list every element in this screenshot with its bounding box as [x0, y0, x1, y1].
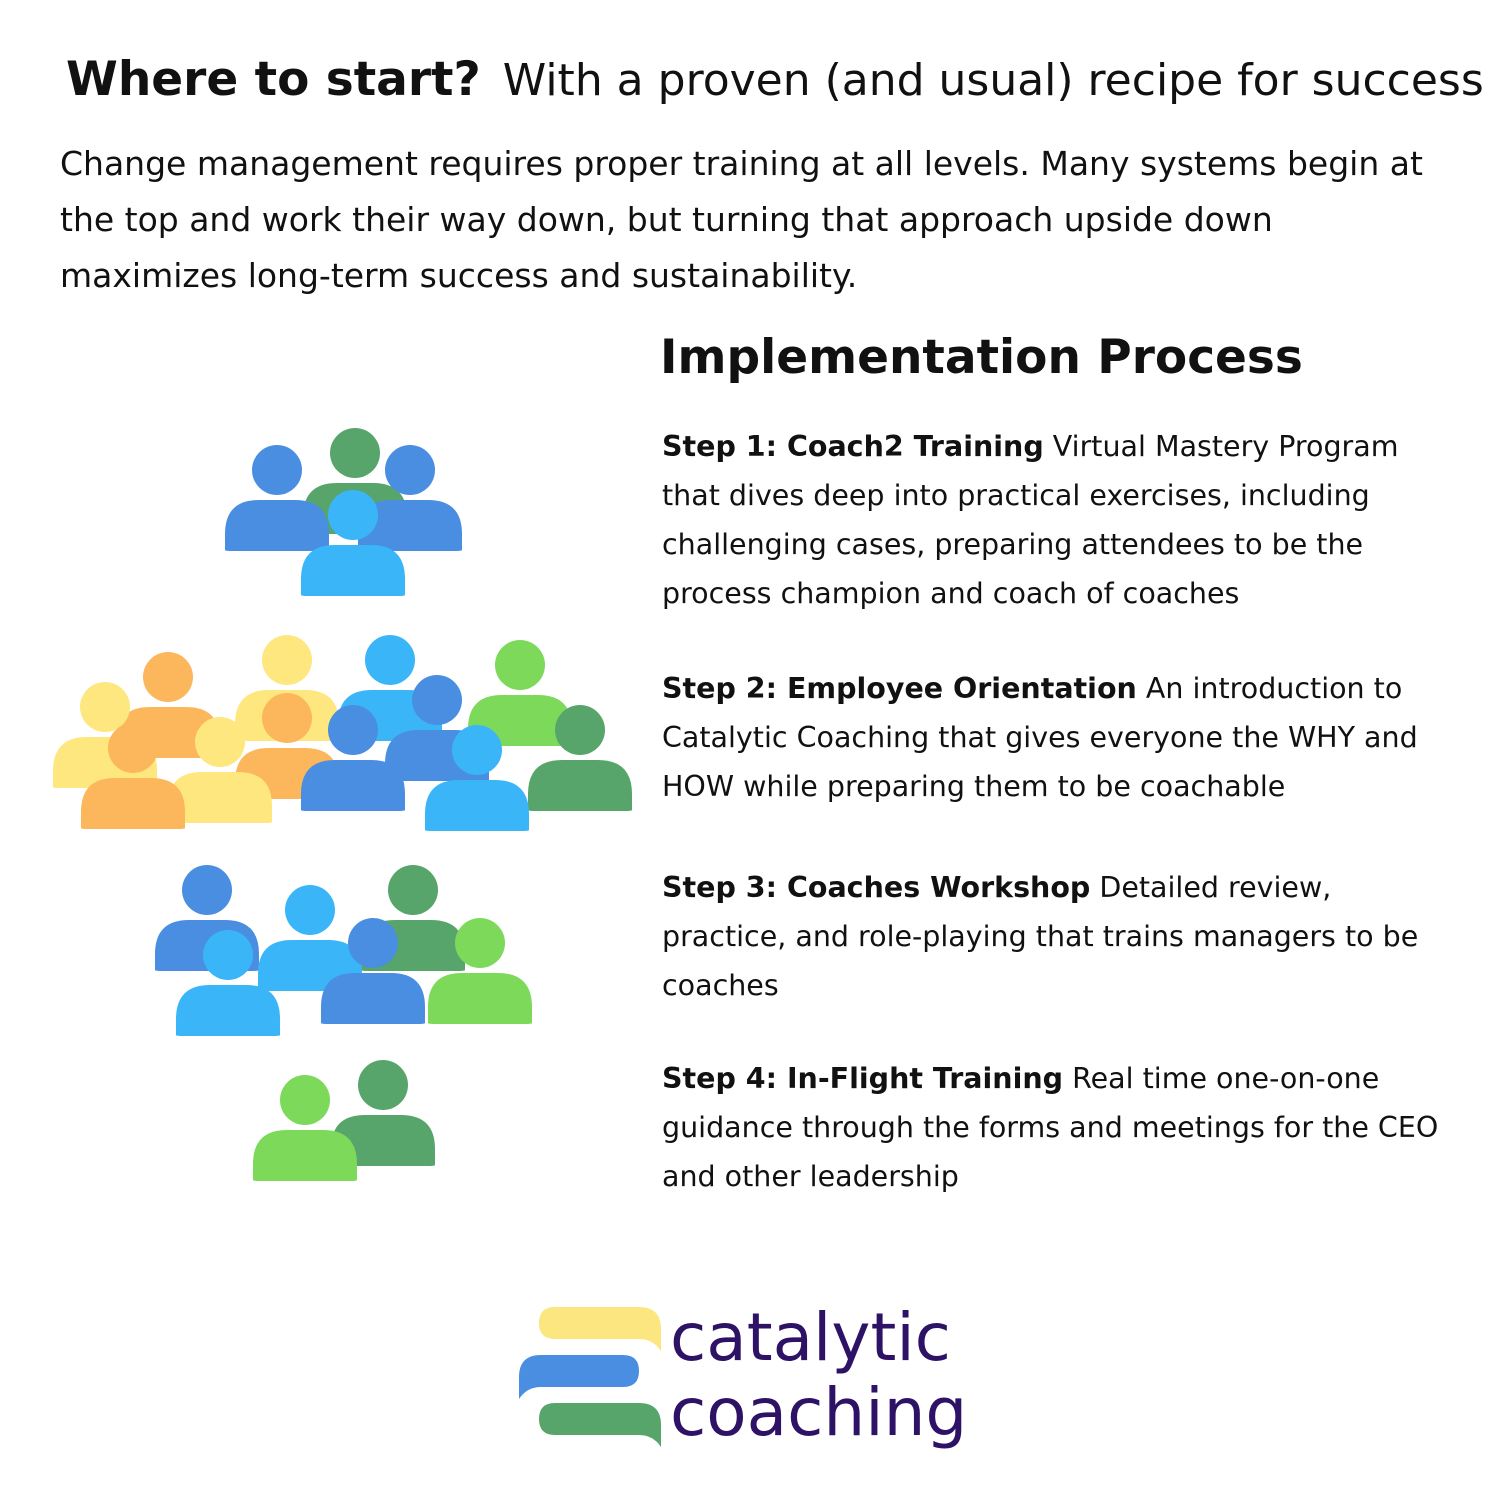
title-question: Where to start? — [66, 52, 481, 107]
person-icon — [358, 445, 462, 551]
logo-bar-blue — [519, 1355, 639, 1399]
person-icon — [176, 930, 280, 1036]
process-heading: Implementation Process — [660, 330, 1303, 385]
person-icon — [331, 1060, 435, 1166]
person-icon — [425, 725, 529, 831]
person-icon — [321, 918, 425, 1024]
step-4-title: Step 4: In-Flight Training — [662, 1062, 1064, 1095]
step-3-text: Detailed review, practice, and role-play… — [662, 871, 1419, 1002]
logo-bar-yellow — [539, 1307, 661, 1351]
logo-speech-bars-icon — [519, 1307, 661, 1447]
person-icon — [253, 1075, 357, 1181]
logo-text-catalytic: catalytic — [670, 1299, 951, 1376]
person-icon — [428, 918, 532, 1024]
person-icon — [168, 717, 272, 823]
step-1: Step 1: Coach2 Training Virtual Mastery … — [662, 422, 1462, 618]
step-2: Step 2: Employee Orientation An introduc… — [662, 664, 1462, 811]
page-title: Where to start? With a proven (and usual)… — [66, 52, 1484, 108]
step-4-text: Real time one-on-one guidance through th… — [662, 1062, 1439, 1193]
step-3: Step 3: Coaches Workshop Detailed review… — [662, 863, 1462, 1010]
step-1-text: Virtual Mastery Program that dives deep … — [662, 430, 1399, 610]
step-2-text: An introduction to Catalytic Coaching th… — [662, 672, 1418, 803]
step-1-title: Step 1: Coach2 Training — [662, 430, 1044, 463]
logo-wordmark: catalytic coaching — [670, 1300, 1070, 1450]
person-icon — [301, 705, 405, 811]
step-3-title: Step 3: Coaches Workshop — [662, 871, 1091, 904]
intro-paragraph: Change management requires proper traini… — [60, 144, 1423, 295]
person-icon — [301, 490, 405, 596]
person-icon — [225, 445, 329, 551]
person-icon — [81, 723, 185, 829]
logo-text-coaching: coaching — [670, 1374, 968, 1451]
step-2-title: Step 2: Employee Orientation — [662, 672, 1137, 705]
title-subtitle: With a proven (and usual) recipe for suc… — [502, 55, 1484, 106]
logo-bar-green — [539, 1403, 661, 1447]
people-pyramid-illustration — [53, 428, 632, 1181]
person-icon — [528, 705, 632, 811]
step-4: Step 4: In-Flight Training Real time one… — [662, 1054, 1462, 1201]
